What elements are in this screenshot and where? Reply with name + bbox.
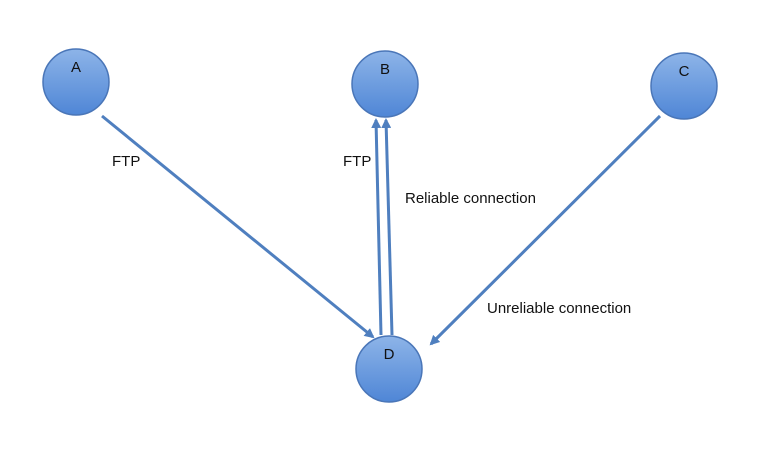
edge-a-to-d	[101, 114, 375, 339]
edge-c-to-d	[429, 114, 662, 346]
edge-d-to-b-2	[381, 118, 394, 336]
node-d-circle	[355, 335, 423, 403]
node-d: D	[355, 335, 423, 403]
node-b-label: B	[380, 61, 390, 78]
edge-label-a-to-d: FTP	[112, 153, 140, 170]
node-d-label: D	[384, 346, 395, 363]
edge-label-reliable-connection: Reliable connection	[405, 190, 536, 207]
edge-label-unreliable-connection: Unreliable connection	[487, 300, 631, 317]
node-a-circle	[42, 48, 110, 116]
node-c: C	[650, 52, 718, 120]
node-b-circle	[351, 50, 419, 118]
node-c-label: C	[679, 63, 690, 80]
node-a: A	[42, 48, 110, 116]
node-b: B	[351, 50, 419, 118]
node-a-label: A	[71, 59, 81, 76]
edge-d-to-b-1	[371, 118, 383, 336]
edge-label-d-to-b-ftp: FTP	[343, 153, 371, 170]
node-c-circle	[650, 52, 718, 120]
